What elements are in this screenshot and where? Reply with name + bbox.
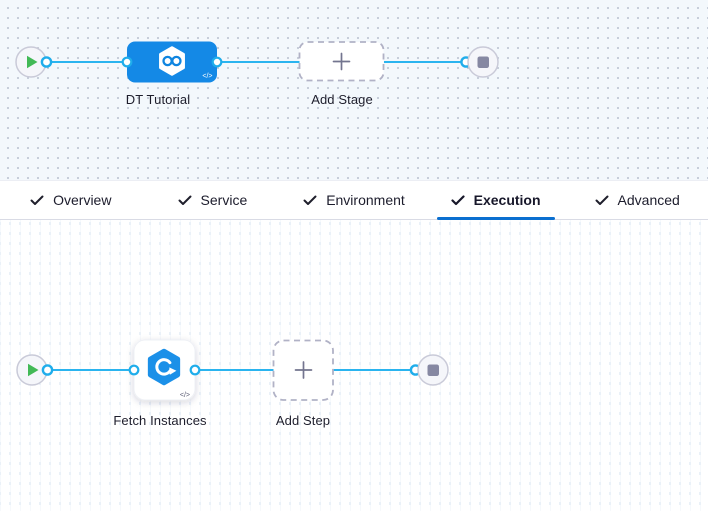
out-port xyxy=(211,56,223,68)
out-port xyxy=(40,56,53,68)
tab-label: Service xyxy=(200,192,248,208)
execution-graph-canvas[interactable]: </> Fetch Instances Add Step xyxy=(0,220,708,511)
stage-node-dt-tutorial[interactable]: </> xyxy=(121,41,223,83)
add-stage-label: Add Stage xyxy=(311,92,373,107)
tab-service[interactable]: Service xyxy=(142,181,284,219)
check-icon xyxy=(30,195,44,206)
execution-end-node xyxy=(409,354,449,386)
fetch-instances-swirl-hexagon-icon xyxy=(147,348,181,386)
swirl-arrow-glyph xyxy=(155,358,172,376)
add-stage-button[interactable] xyxy=(298,41,385,82)
infinity-glyph xyxy=(162,55,182,67)
tab-execution[interactable]: Execution xyxy=(425,181,567,219)
out-port xyxy=(41,364,54,376)
check-icon xyxy=(178,195,192,206)
check-icon xyxy=(451,194,465,206)
stop-square-icon xyxy=(477,56,489,68)
stage-graph: </> xyxy=(15,41,499,83)
tab-environment[interactable]: Environment xyxy=(283,181,425,219)
stage-config-tabs: Overview Service Environment Execution A… xyxy=(0,180,708,220)
out-port xyxy=(189,364,201,376)
tab-label: Overview xyxy=(53,192,112,208)
add-step-label: Add Step xyxy=(275,413,331,428)
stage-name-label: DT Tutorial xyxy=(125,92,191,107)
execution-graph: </> xyxy=(16,339,449,401)
check-icon xyxy=(303,195,317,206)
execution-start-node xyxy=(16,354,54,386)
in-port xyxy=(121,56,133,68)
step-node-fetch-instances[interactable]: </> xyxy=(128,339,201,401)
code-brackets-icon: </> xyxy=(180,392,190,399)
pipeline-start-node xyxy=(15,46,53,78)
tab-advanced[interactable]: Advanced xyxy=(566,181,708,219)
in-port xyxy=(128,364,140,376)
add-step-button[interactable] xyxy=(272,339,334,401)
pipeline-end-node xyxy=(460,46,499,78)
check-icon xyxy=(595,195,609,206)
tab-label: Advanced xyxy=(617,192,680,208)
play-icon xyxy=(28,363,39,377)
tab-label: Environment xyxy=(326,192,405,208)
swirl-arrowhead xyxy=(169,367,177,375)
tab-label: Execution xyxy=(473,192,541,208)
play-icon xyxy=(27,55,38,69)
plus-icon xyxy=(332,52,351,71)
stop-square-icon xyxy=(427,364,439,376)
stage-graph-canvas[interactable]: </> DT Tutorial Add Stage xyxy=(0,0,708,180)
code-brackets-icon: </> xyxy=(202,73,212,80)
step-name-label: Fetch Instances xyxy=(113,413,207,428)
plus-icon xyxy=(294,361,313,379)
tab-overview[interactable]: Overview xyxy=(0,181,142,219)
